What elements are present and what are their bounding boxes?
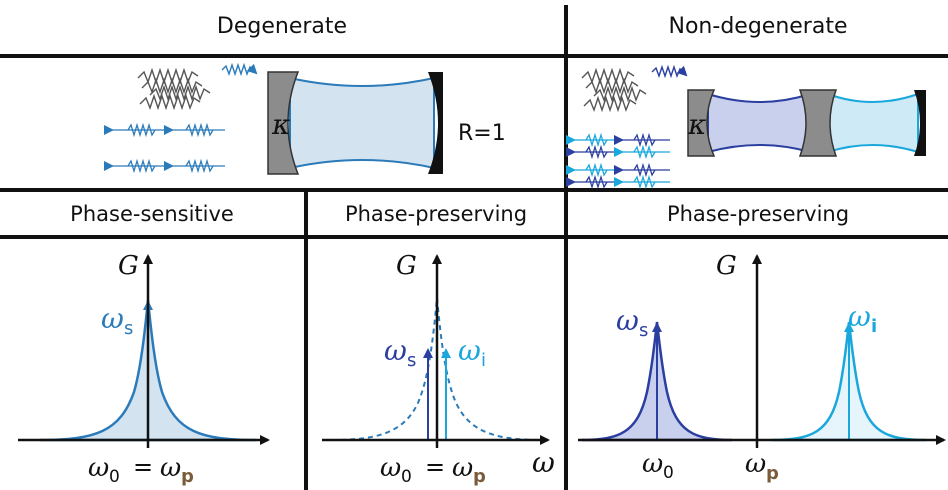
- omega-i-label-3: ω: [848, 300, 871, 333]
- plot3-labels: G ω s ω i ω 0 ω p: [616, 251, 877, 484]
- plot-phase-preserving-degenerate: [322, 254, 550, 448]
- non-degenerate-cavity: [687, 89, 926, 157]
- kappa-label: κ: [271, 108, 290, 141]
- omega0-sub-1: 0: [109, 467, 120, 487]
- omega-p-label-1: ω: [160, 453, 181, 483]
- omega0-sub-2: 0: [401, 467, 412, 487]
- cavity-labels: κ R=1 κ: [271, 108, 706, 146]
- omega-i-sub-2: i: [481, 350, 486, 371]
- omega-s-sub-3: s: [639, 320, 648, 341]
- omega-i-sub-3: i: [871, 316, 877, 337]
- plot2-labels: G ω s ω i ω 0 = ω p ω: [380, 251, 555, 487]
- header-non-degenerate: Non-degenerate: [668, 14, 848, 39]
- omega-p-label-2: ω: [452, 453, 473, 483]
- omega-s-sub-1: s: [124, 318, 133, 339]
- omega-s-label-3: ω: [616, 304, 639, 337]
- subheader-phase-sensitive: Phase-sensitive: [70, 202, 234, 226]
- omega-p-label-3: ω: [745, 449, 766, 479]
- omega0-label-3: ω: [642, 449, 663, 479]
- pump-pulses-degenerate: [137, 67, 211, 111]
- omega-p-sub-3: p: [766, 463, 779, 484]
- signal-pulse-nd: [651, 64, 688, 79]
- omega0-label-2: ω: [380, 453, 401, 483]
- header-degenerate: Degenerate: [216, 14, 348, 39]
- plot-phase-sensitive: [18, 254, 270, 448]
- back-mirror: [428, 72, 443, 174]
- back-mirror-nd: [914, 90, 926, 156]
- omega-s-sub-2: s: [407, 350, 416, 371]
- omega0-sub-3: 0: [663, 463, 674, 483]
- subheader-phase-preserving-degenerate: Phase-preserving: [344, 202, 528, 226]
- signal-pulse-degenerate: [221, 62, 258, 77]
- subheader-phase-preserving-nondegenerate: Phase-preserving: [666, 202, 850, 226]
- gain-axis-label-2: G: [396, 251, 417, 281]
- omega-s-label-2: ω: [384, 334, 407, 367]
- input-mirror-nd: [687, 89, 716, 157]
- gain-axis-label-1: G: [118, 251, 139, 281]
- table-grid: [0, 5, 948, 490]
- equals-1: =: [133, 453, 153, 481]
- omega-i-label-2: ω: [458, 334, 481, 367]
- degenerate-cavity: [267, 71, 443, 175]
- pump-pulses-nd: [581, 67, 647, 113]
- reflectivity-label: R=1: [458, 121, 506, 146]
- kappa-label-nd: κ: [687, 108, 706, 141]
- equals-2: =: [425, 453, 445, 481]
- input-mirror: [267, 71, 300, 175]
- output-pulses-nd: [566, 132, 670, 190]
- plot-phase-preserving-nondegenerate: [578, 254, 946, 448]
- omega-p-sub-1: p: [181, 466, 194, 487]
- omega-p-sub-2: p: [473, 466, 486, 487]
- gain-axis-label-3: G: [716, 251, 737, 281]
- omega-s-label-1: ω: [101, 302, 124, 335]
- plot1-labels: G ω s ω 0 = ω p: [88, 251, 194, 487]
- middle-mirror-nd: [798, 89, 838, 157]
- omega0-label-1: ω: [88, 453, 109, 483]
- freq-axis-label: ω: [532, 446, 555, 479]
- output-pulses-degenerate: [104, 122, 225, 174]
